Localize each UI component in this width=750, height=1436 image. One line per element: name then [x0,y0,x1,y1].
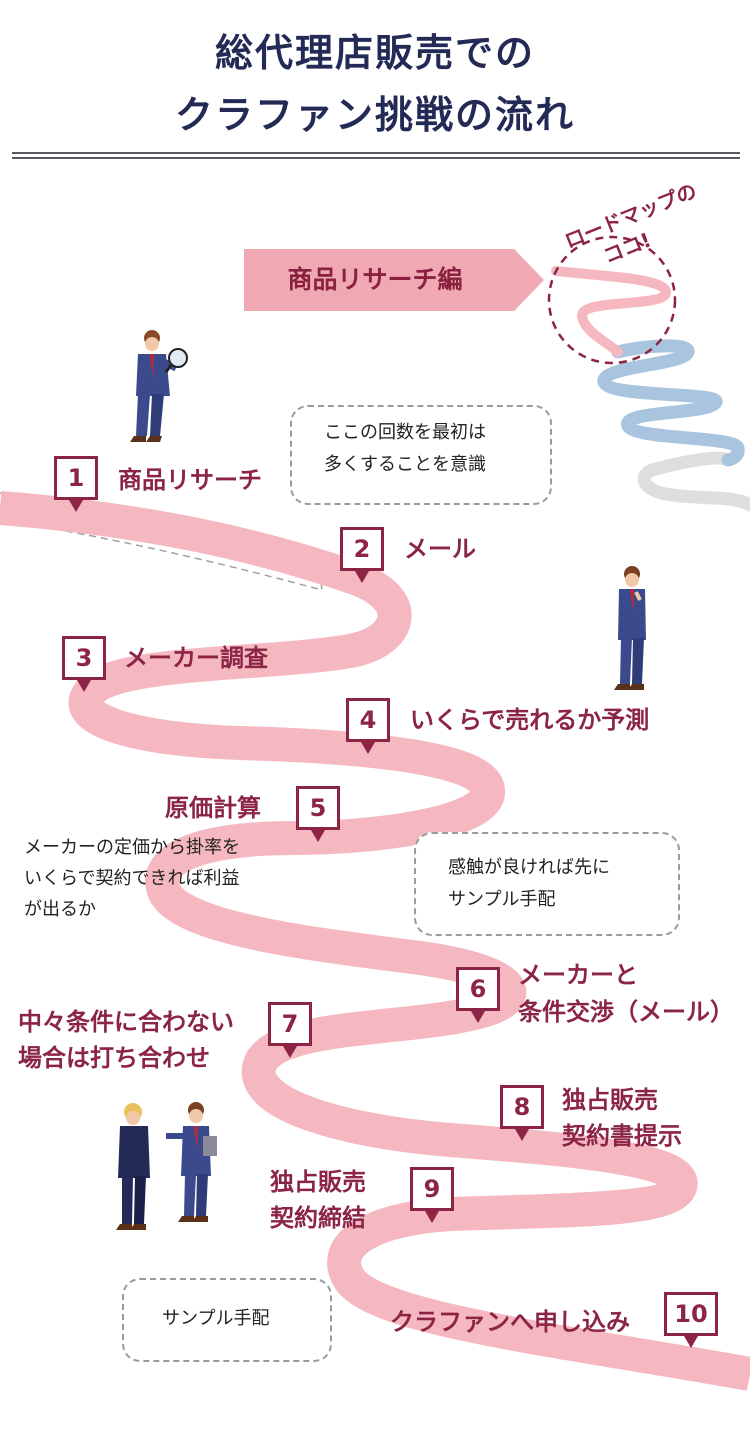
tip-bubble-3-line1: サンプル手配 [162,1308,270,1329]
step-label-6-line2: 条件交渉（メール） [518,998,734,1026]
step-5-note-line3: が出るか [24,899,96,920]
step-label-5: 原価計算 [165,794,261,822]
thinking-businessman-icon [614,566,646,690]
step-number-7: 7 [281,1010,299,1038]
step-marker-8: 8 [500,1085,544,1141]
step-5-note-line1: メーカーの定価から掛率を [24,837,240,858]
main-road [0,491,750,1391]
roadmap-gray-road [637,451,750,512]
step-number-5: 5 [309,794,327,822]
step-label-8-line1: 独占販売 [562,1086,658,1114]
step-number-10: 10 [674,1300,708,1328]
page-title-line1: 総代理店販売での [214,31,535,75]
step-label-9-line2: 契約締結 [270,1204,366,1232]
step-label-7-line2: 場合は打ち合わせ [18,1044,210,1072]
title-divider-top [12,152,740,154]
tip-bubble-2-line2: サンプル手配 [448,889,556,910]
step-marker-10: 10 [664,1292,718,1348]
tip-bubble-3: サンプル手配 [122,1278,332,1362]
step-label-1: 商品リサーチ [118,466,262,494]
step-label-2: メール [404,535,476,563]
step-label-3: メーカー調査 [124,644,268,672]
step-label-8-line2: 契約書提示 [562,1122,682,1150]
title-divider-bottom [12,157,740,159]
step-number-4: 4 [359,706,377,734]
step-5-note: メーカーの定価から掛率を いくらで契約できれば利益 が出るか [24,832,240,925]
step-marker-2: 2 [340,527,384,583]
step-label-9-line1: 独占販売 [270,1168,366,1196]
step-marker-6: 6 [456,967,500,1023]
step-label-7-line1: 中々条件に合わない [18,1008,234,1036]
step-label-10: クラファンへ申し込み [390,1308,630,1336]
step-number-6: 6 [469,975,487,1003]
step-marker-9: 9 [410,1167,454,1223]
step-marker-1: 1 [54,456,98,512]
tip-bubble-1-line1: ここの回数を最初は [324,422,486,443]
step-marker-5: 5 [296,786,340,842]
roadmap-highlight-circle [547,235,677,365]
step-number-8: 8 [513,1093,531,1121]
step-label-4: いくらで売れるか予測 [410,706,650,734]
two-businessmen-talking-icon [116,1102,217,1230]
step-label-6-line1: メーカーと [518,961,638,989]
step-marker-7: 7 [268,1002,312,1058]
step-5-note-line2: いくらで契約できれば利益 [24,868,240,889]
step-marker-4: 4 [346,698,390,754]
tip-bubble-1: ここの回数を最初は 多くすることを意識 [290,405,552,505]
step-marker-3: 3 [62,636,106,692]
roadmap-pink-road [551,266,671,357]
section-banner: 商品リサーチ編 [244,249,544,311]
magnifier-businessman-icon [130,330,188,442]
roadmap-blue-road [597,339,745,467]
tip-bubble-2-line1: 感触が良ければ先に [448,857,610,878]
step-number-3: 3 [75,644,93,672]
step-number-2: 2 [353,535,371,563]
step-number-9: 9 [423,1175,441,1203]
tip-bubble-1-line2: 多くすることを意識 [324,454,486,475]
step-number-1: 1 [67,464,85,492]
tip-bubble-2: 感触が良ければ先に サンプル手配 [414,832,680,936]
section-banner-label: 商品リサーチ編 [287,265,463,294]
page-title-line2: クラファン挑戦の流れ [174,93,575,137]
